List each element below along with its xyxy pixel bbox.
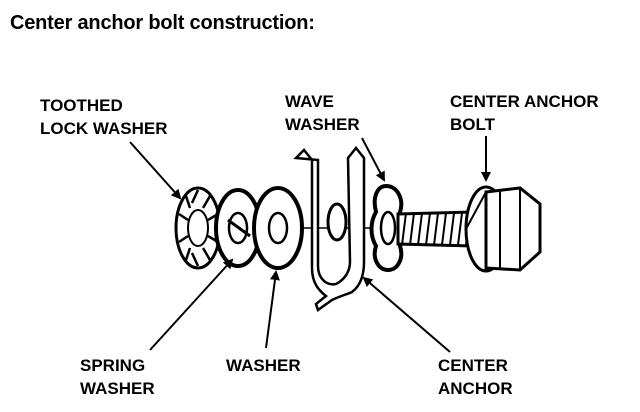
- arrow-spring-washer: [149, 258, 234, 351]
- label-center-anchor-bolt: CENTER ANCHOR BOLT: [450, 92, 599, 134]
- arrow-washer: [265, 270, 280, 349]
- center-anchor-bolt-part: [396, 185, 542, 273]
- label-spring-washer: SPRING WASHER: [80, 356, 155, 398]
- toothed-lock-washer-part: [174, 186, 222, 270]
- flat-washer-part: [252, 186, 304, 270]
- label-wave-washer: WAVE WASHER: [285, 92, 360, 134]
- arrow-center-anchor: [362, 276, 451, 353]
- label-toothed-lock-washer: TOOTHED LOCK WASHER: [40, 96, 168, 138]
- diagram-title: Center anchor bolt construction:: [10, 12, 315, 34]
- wave-washer-part: [369, 183, 407, 273]
- arrow-toothed-lock-washer: [129, 141, 182, 200]
- label-center-anchor: CENTER ANCHOR: [438, 356, 513, 398]
- label-washer: WASHER: [226, 356, 301, 375]
- center-anchor-part: [293, 145, 366, 313]
- arrow-wave-washer: [361, 137, 385, 182]
